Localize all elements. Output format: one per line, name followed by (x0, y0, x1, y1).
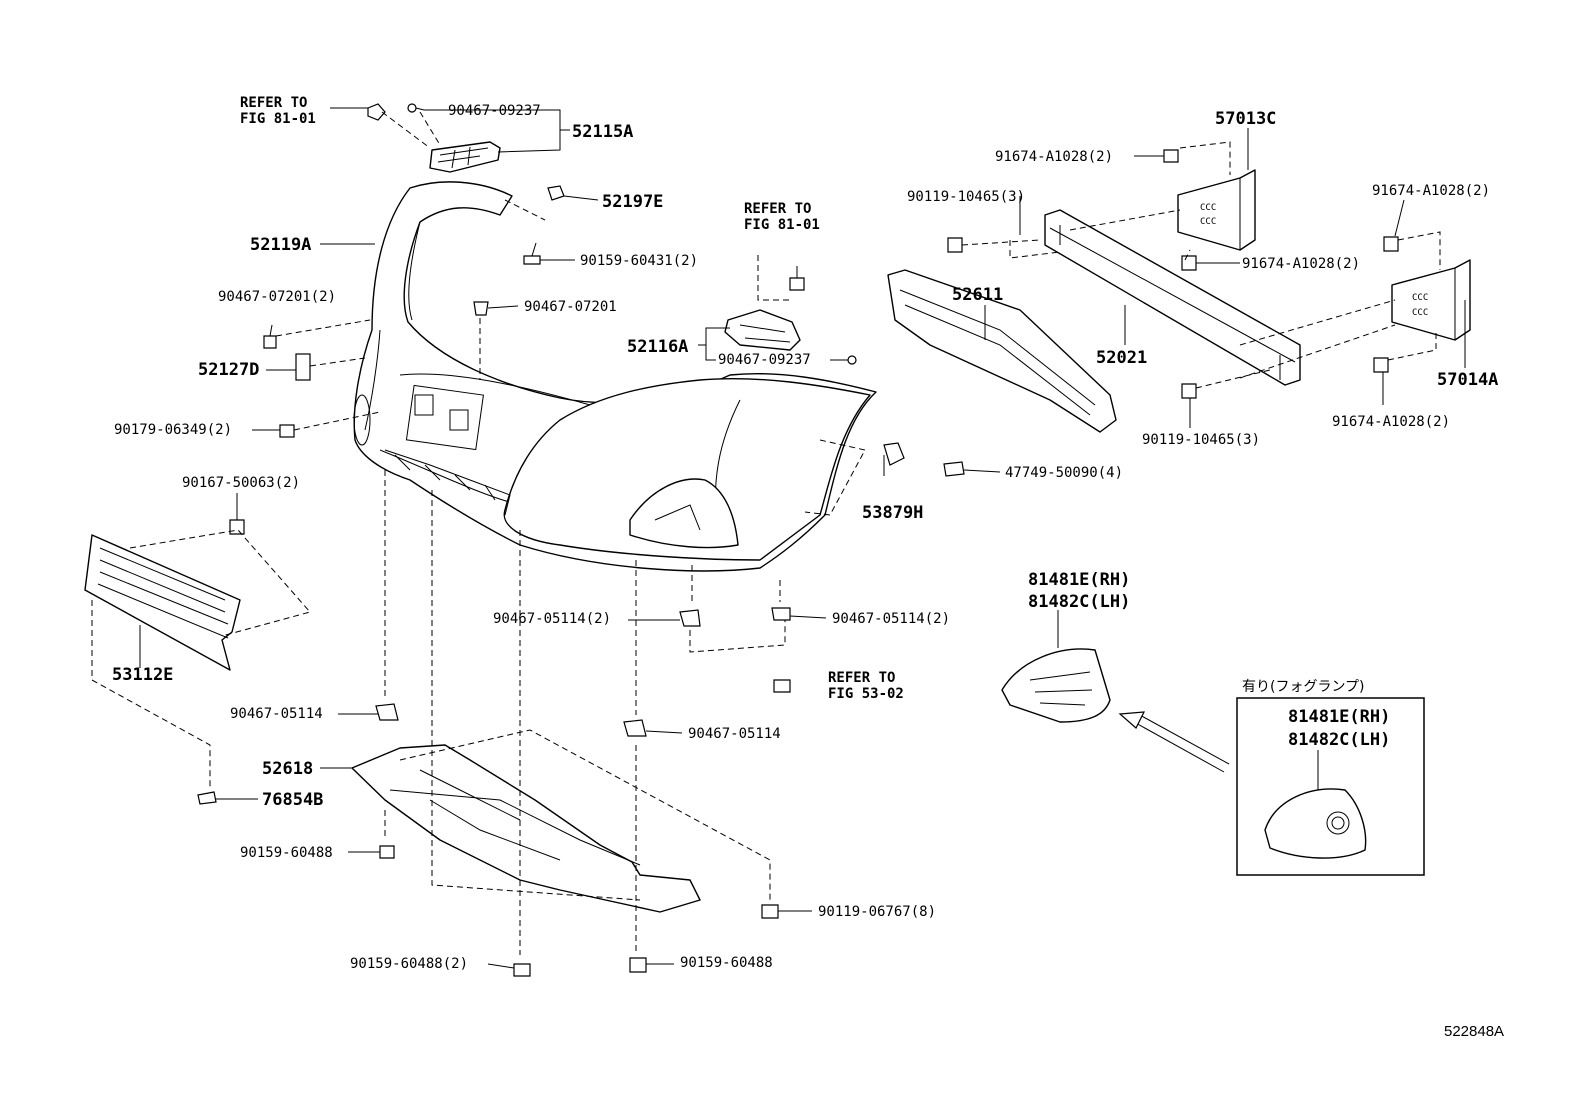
fog-lamp-option-box (1236, 697, 1425, 876)
part-label: 81481E(RH) (1028, 570, 1130, 590)
part-label: 52611 (952, 285, 1003, 305)
part-label: 90119-10465(3) (907, 189, 1025, 205)
part-label: 81481E(RH) (1288, 707, 1390, 727)
bolt-icon (1181, 255, 1197, 271)
labels: REFER TO FIG 81-01 REFER TO FIG 81-01 RE… (112, 95, 1504, 1040)
part-label: 90159-60431(2) (580, 253, 698, 269)
clip-icon (197, 791, 217, 805)
ref-label: REFER TO (744, 201, 811, 217)
bracket-52116A (724, 309, 801, 351)
grille-53112E (84, 534, 241, 671)
part-label: 81482C(LH) (1288, 730, 1390, 750)
part-label: 91674-A1028(2) (1372, 183, 1490, 199)
svg-text:CCC: CCC (1412, 293, 1428, 303)
ref-label: FIG 53-02 (828, 686, 904, 702)
part-label: 90467-05114(2) (832, 611, 950, 627)
bolt-icon (789, 266, 805, 291)
svg-text:CCC: CCC (1200, 217, 1216, 227)
bolt-icon (1163, 149, 1179, 163)
reinforcement-52021 (1044, 209, 1301, 386)
part-label: 52116A (627, 337, 688, 357)
clip-icon (623, 719, 647, 737)
absorber-52611 (887, 269, 1117, 433)
part-label: 57014A (1437, 370, 1498, 390)
fog-lamp-caption: 有り(フォグランプ) (1242, 679, 1365, 695)
part-label: 53112E (112, 665, 173, 685)
part-label: 52119A (250, 235, 311, 255)
assembly-lines (91, 111, 1441, 955)
part-label: 90159-60488(2) (350, 956, 468, 972)
svg-text:CCC: CCC (1200, 203, 1216, 213)
bracket-icon (883, 442, 905, 466)
clip-icon (473, 301, 489, 316)
bracket-57013C: CCC CCC (1177, 169, 1256, 251)
clip-icon (547, 185, 565, 201)
bolt-icon (513, 963, 531, 977)
bolt-icon (229, 519, 245, 535)
part-label: 81482C(LH) (1028, 592, 1130, 612)
ref-label: REFER TO (828, 670, 895, 686)
part-label: 53879H (862, 503, 923, 523)
part-label: 52021 (1096, 348, 1147, 368)
part-label: 47749-50090(4) (1005, 465, 1123, 481)
part-label: 90467-09237 (448, 103, 541, 119)
part-label: 52197E (602, 192, 663, 212)
arrow-icon (1118, 711, 1230, 773)
bolt-icon (407, 103, 425, 113)
screw-icon (943, 461, 965, 477)
part-label: 90119-06767(8) (818, 904, 936, 920)
bolt-icon (263, 324, 277, 349)
bolt-icon (629, 957, 647, 973)
part-label: 90467-07201(2) (218, 289, 336, 305)
bracket-52115A (429, 141, 501, 173)
clip-icon (771, 607, 791, 621)
part-label: 90179-06349(2) (114, 422, 232, 438)
part-label: 91674-A1028(2) (1332, 414, 1450, 430)
clip-icon (279, 424, 295, 438)
part-label: 57013C (1215, 109, 1276, 129)
leader-lines (139, 107, 1466, 969)
part-label: 90159-60488 (240, 845, 333, 861)
ref-label: REFER TO (240, 95, 307, 111)
part-label: 91674-A1028(2) (1242, 256, 1360, 272)
bolt-icon (379, 845, 395, 859)
part-label: 90467-09237 (718, 352, 811, 368)
part-label: 52127D (198, 360, 259, 380)
part-label: 90467-05114 (230, 706, 323, 722)
fog-cover-with-lamp (1264, 788, 1367, 859)
bolt-icon (1383, 236, 1399, 252)
ref-label: FIG 81-01 (744, 217, 820, 233)
bracket-57014A: CCC CCC (1391, 259, 1471, 341)
fasteners (197, 103, 1399, 977)
clip-icon (679, 609, 701, 627)
part-label: 90467-07201 (524, 299, 617, 315)
under-cover-52618 (351, 744, 701, 913)
bolt-icon (773, 679, 791, 693)
bolt-icon (1181, 383, 1197, 399)
bolt-icon (1373, 357, 1389, 373)
clip-icon (375, 703, 399, 721)
svg-text:CCC: CCC (1412, 308, 1428, 318)
part-label: 76854B (262, 790, 323, 810)
bolt-icon (761, 904, 779, 919)
block-icon (295, 353, 311, 381)
fog-cover-81481E (1001, 648, 1111, 723)
part-label: 52618 (262, 759, 313, 779)
part-label: 90167-50063(2) (182, 475, 300, 491)
part-label: 90467-05114(2) (493, 611, 611, 627)
part-label: 90159-60488 (680, 955, 773, 971)
clip-icon (367, 103, 386, 121)
bolt-icon (847, 355, 857, 365)
part-label: 91674-A1028(2) (995, 149, 1113, 165)
screw-icon (523, 242, 541, 265)
part-label: 90467-05114 (688, 726, 781, 742)
bumper-cover-52119A (353, 181, 877, 572)
diagram-id: 522848A (1444, 1023, 1504, 1040)
part-label: 52115A (572, 122, 633, 142)
ref-label: FIG 81-01 (240, 111, 316, 127)
part-label: 90119-10465(3) (1142, 432, 1260, 448)
bolt-icon (947, 237, 963, 253)
